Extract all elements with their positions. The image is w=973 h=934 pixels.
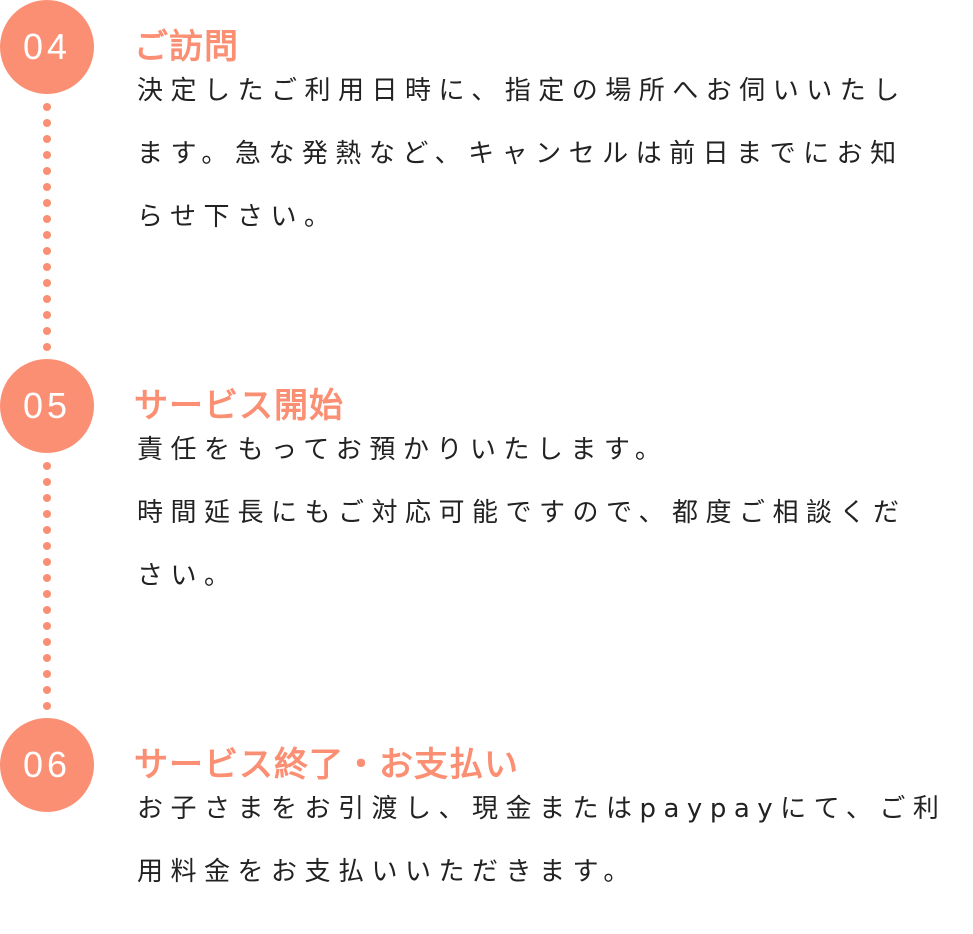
description-line: ます。急な発熱など、キャンセルは前日までにお知 xyxy=(137,139,904,169)
connector-dot xyxy=(43,327,51,335)
connector-dot xyxy=(43,343,51,351)
connector-dot xyxy=(43,478,51,486)
timeline-connector xyxy=(43,462,51,718)
step-number-badge: 05 xyxy=(0,359,94,453)
connector-dot xyxy=(43,167,51,175)
connector-dot xyxy=(43,103,51,111)
connector-dot xyxy=(43,574,51,582)
connector-dot xyxy=(43,686,51,694)
description-line: 責任をもってお預かりいたします。 xyxy=(137,435,669,465)
connector-dot xyxy=(43,670,51,678)
timeline-connector xyxy=(43,103,51,359)
connector-dot xyxy=(43,462,51,470)
connector-dot xyxy=(43,606,51,614)
connector-dot xyxy=(43,183,51,191)
connector-dot xyxy=(43,494,51,502)
connector-dot xyxy=(43,247,51,255)
connector-dot xyxy=(43,311,51,319)
step-number-badge: 06 xyxy=(0,718,94,812)
connector-dot xyxy=(43,590,51,598)
connector-dot xyxy=(43,638,51,646)
connector-dot xyxy=(43,510,51,518)
connector-dot xyxy=(43,135,51,143)
description-line: 時間延長にもご対応可能ですので、都度ご相談くだ xyxy=(137,498,907,528)
step-description: 責任をもってお預かりいたします。 時間延長にもご対応可能ですので、都度ご相談くだ… xyxy=(137,419,973,608)
step-title: サービス開始 xyxy=(134,386,344,426)
connector-dot xyxy=(43,215,51,223)
connector-dot xyxy=(43,295,51,303)
connector-dot xyxy=(43,151,51,159)
connector-dot xyxy=(43,279,51,287)
step-title: ご訪問 xyxy=(134,27,239,67)
description-line: らせ下さい。 xyxy=(137,202,338,232)
step-number-badge: 04 xyxy=(0,0,94,94)
connector-dot xyxy=(43,263,51,271)
connector-dot xyxy=(43,622,51,630)
connector-dot xyxy=(43,558,51,566)
description-line: お子さまをお引渡し、現金またはpaypayにて、ご利 xyxy=(137,794,947,824)
connector-dot xyxy=(43,231,51,239)
step-title: サービス終了・お支払い xyxy=(134,745,519,785)
description-line: 用料金をお支払いいただきます。 xyxy=(137,857,637,887)
description-line: 決定したご利用日時に、指定の場所へお伺いいたし xyxy=(137,76,907,106)
connector-dot xyxy=(43,654,51,662)
connector-dot xyxy=(43,199,51,207)
connector-dot xyxy=(43,119,51,127)
step-description: 決定したご利用日時に、指定の場所へお伺いいたし ます。急な発熱など、キャンセルは… xyxy=(137,60,973,249)
step-description: お子さまをお引渡し、現金またはpaypayにて、ご利 用料金をお支払いいただきま… xyxy=(137,778,973,904)
connector-dot xyxy=(43,702,51,710)
description-line: さい。 xyxy=(137,561,238,591)
connector-dot xyxy=(43,542,51,550)
connector-dot xyxy=(43,526,51,534)
